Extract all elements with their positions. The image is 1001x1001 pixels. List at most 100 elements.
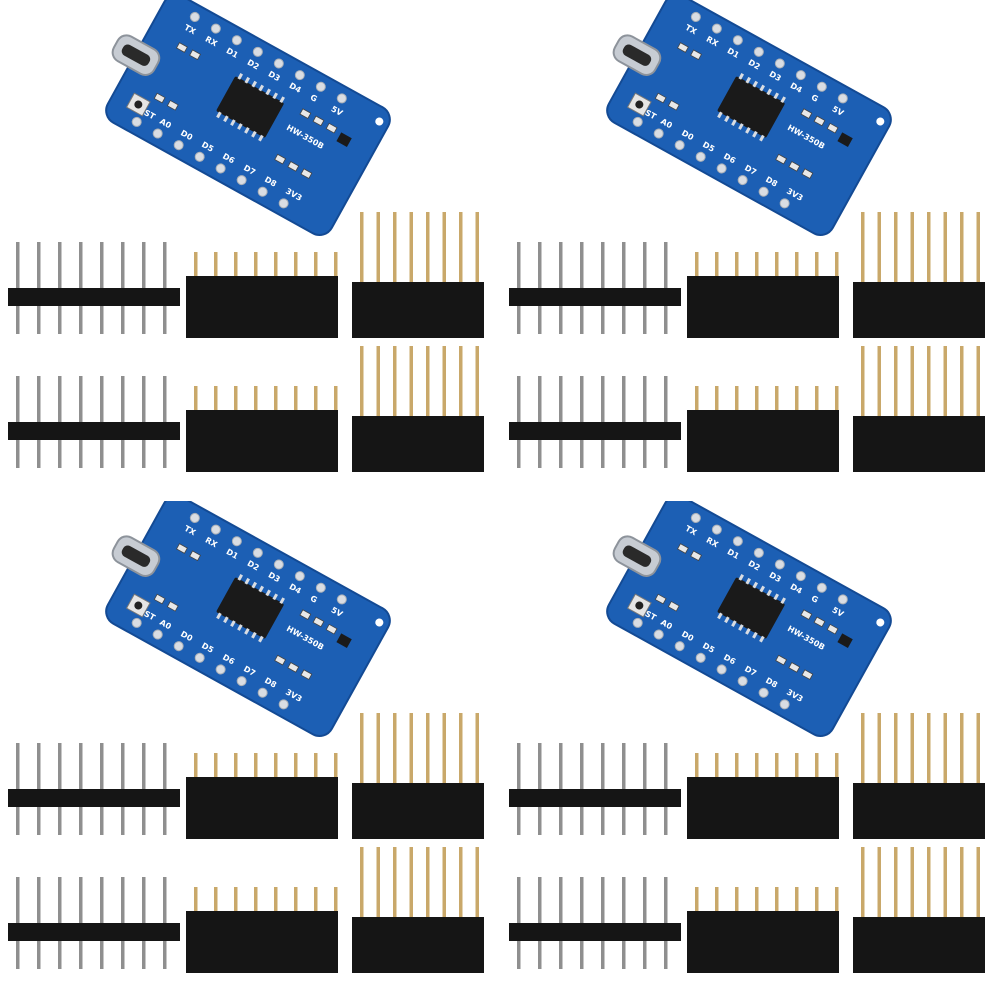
pin-pad bbox=[189, 512, 200, 523]
header-pin bbox=[393, 212, 397, 286]
smd-component bbox=[654, 92, 667, 104]
female-pin-header bbox=[186, 887, 338, 973]
header-plastic bbox=[509, 789, 681, 807]
usb-serial-chip bbox=[717, 577, 785, 639]
header-pin bbox=[314, 252, 318, 280]
mounting-hole bbox=[876, 117, 885, 126]
pin-pad bbox=[632, 617, 643, 628]
chip-lead bbox=[752, 581, 759, 589]
header-pin bbox=[877, 713, 881, 787]
smd-component bbox=[166, 99, 179, 111]
header-pin bbox=[442, 847, 446, 921]
female-pin-header bbox=[853, 847, 985, 973]
chip-lead bbox=[717, 612, 723, 620]
header-pin bbox=[214, 887, 218, 915]
header-pin bbox=[795, 753, 799, 781]
header-pin bbox=[214, 753, 218, 781]
regulator bbox=[336, 132, 352, 147]
header-pin bbox=[976, 847, 980, 921]
chip-lead bbox=[230, 620, 236, 627]
header-pin bbox=[715, 753, 719, 781]
pin-pad bbox=[774, 559, 785, 570]
pin-pad bbox=[278, 198, 289, 209]
smd-component bbox=[274, 654, 287, 666]
smd-component bbox=[166, 600, 179, 612]
header-pin bbox=[715, 887, 719, 915]
header-pin bbox=[274, 252, 278, 280]
smd-component bbox=[325, 122, 338, 134]
female-pin-header bbox=[687, 386, 839, 472]
chip-lead bbox=[724, 115, 730, 123]
header-pin bbox=[409, 847, 413, 921]
pin-pad bbox=[315, 582, 326, 593]
header-pin bbox=[409, 212, 413, 286]
pin-pad bbox=[257, 687, 268, 698]
pin-pad bbox=[711, 23, 722, 34]
header-pin bbox=[943, 212, 947, 286]
header-pin bbox=[910, 713, 914, 787]
usb-serial-chip bbox=[717, 76, 785, 138]
header-plastic bbox=[8, 923, 180, 941]
chip-lead bbox=[265, 589, 271, 597]
smd-component bbox=[325, 623, 338, 635]
header-pin bbox=[735, 386, 739, 414]
usb-c-opening bbox=[622, 545, 652, 567]
pin-pad bbox=[231, 536, 242, 547]
header-pin bbox=[735, 753, 739, 781]
header-pin bbox=[254, 887, 258, 915]
smd-component bbox=[667, 99, 680, 111]
header-pin bbox=[294, 252, 298, 280]
header-pin bbox=[755, 386, 759, 414]
pin-pad bbox=[753, 547, 764, 558]
header-pin bbox=[755, 887, 759, 915]
header-pin bbox=[861, 346, 865, 420]
pin-pad bbox=[732, 35, 743, 46]
pin-pad bbox=[315, 81, 326, 92]
header-pin bbox=[735, 252, 739, 280]
header-pin bbox=[861, 847, 865, 921]
header-pin bbox=[334, 252, 338, 280]
chip-lead bbox=[752, 80, 759, 88]
reset-button-cap bbox=[635, 100, 644, 109]
chip-lead bbox=[244, 76, 251, 84]
chip-lead bbox=[265, 88, 271, 96]
chip-lead bbox=[773, 593, 779, 601]
header-pin bbox=[426, 346, 430, 420]
pin-pad bbox=[774, 58, 785, 69]
smd-component bbox=[189, 550, 201, 562]
pin-pad bbox=[690, 11, 701, 22]
smd-component bbox=[813, 616, 826, 628]
header-pin bbox=[254, 386, 258, 414]
header-pin bbox=[861, 713, 865, 787]
header-pin bbox=[927, 212, 931, 286]
header-pin bbox=[459, 713, 463, 787]
header-pin bbox=[943, 346, 947, 420]
pin-pad bbox=[194, 151, 205, 162]
smd-component bbox=[176, 543, 188, 554]
smd-component bbox=[299, 108, 312, 119]
chip-lead bbox=[237, 123, 243, 130]
pin-pad bbox=[795, 571, 806, 582]
smd-component bbox=[775, 654, 788, 666]
header-pin bbox=[815, 252, 819, 280]
header-pin bbox=[815, 386, 819, 414]
header-pin bbox=[294, 753, 298, 781]
header-pin bbox=[775, 252, 779, 280]
header-plastic bbox=[853, 917, 985, 973]
chip-lead bbox=[272, 92, 278, 100]
pin-pad bbox=[236, 175, 247, 186]
smd-component bbox=[800, 108, 813, 119]
smd-component bbox=[312, 616, 325, 628]
pin-pad bbox=[336, 594, 347, 605]
header-pin bbox=[755, 252, 759, 280]
pin-pad bbox=[189, 11, 200, 22]
header-pin bbox=[775, 887, 779, 915]
chip-lead bbox=[216, 111, 222, 119]
smd-component bbox=[176, 42, 188, 53]
male-pin-header bbox=[8, 242, 180, 334]
header-pin bbox=[715, 252, 719, 280]
header-pin bbox=[274, 753, 278, 781]
chip-lead bbox=[773, 92, 779, 100]
header-pin bbox=[795, 252, 799, 280]
